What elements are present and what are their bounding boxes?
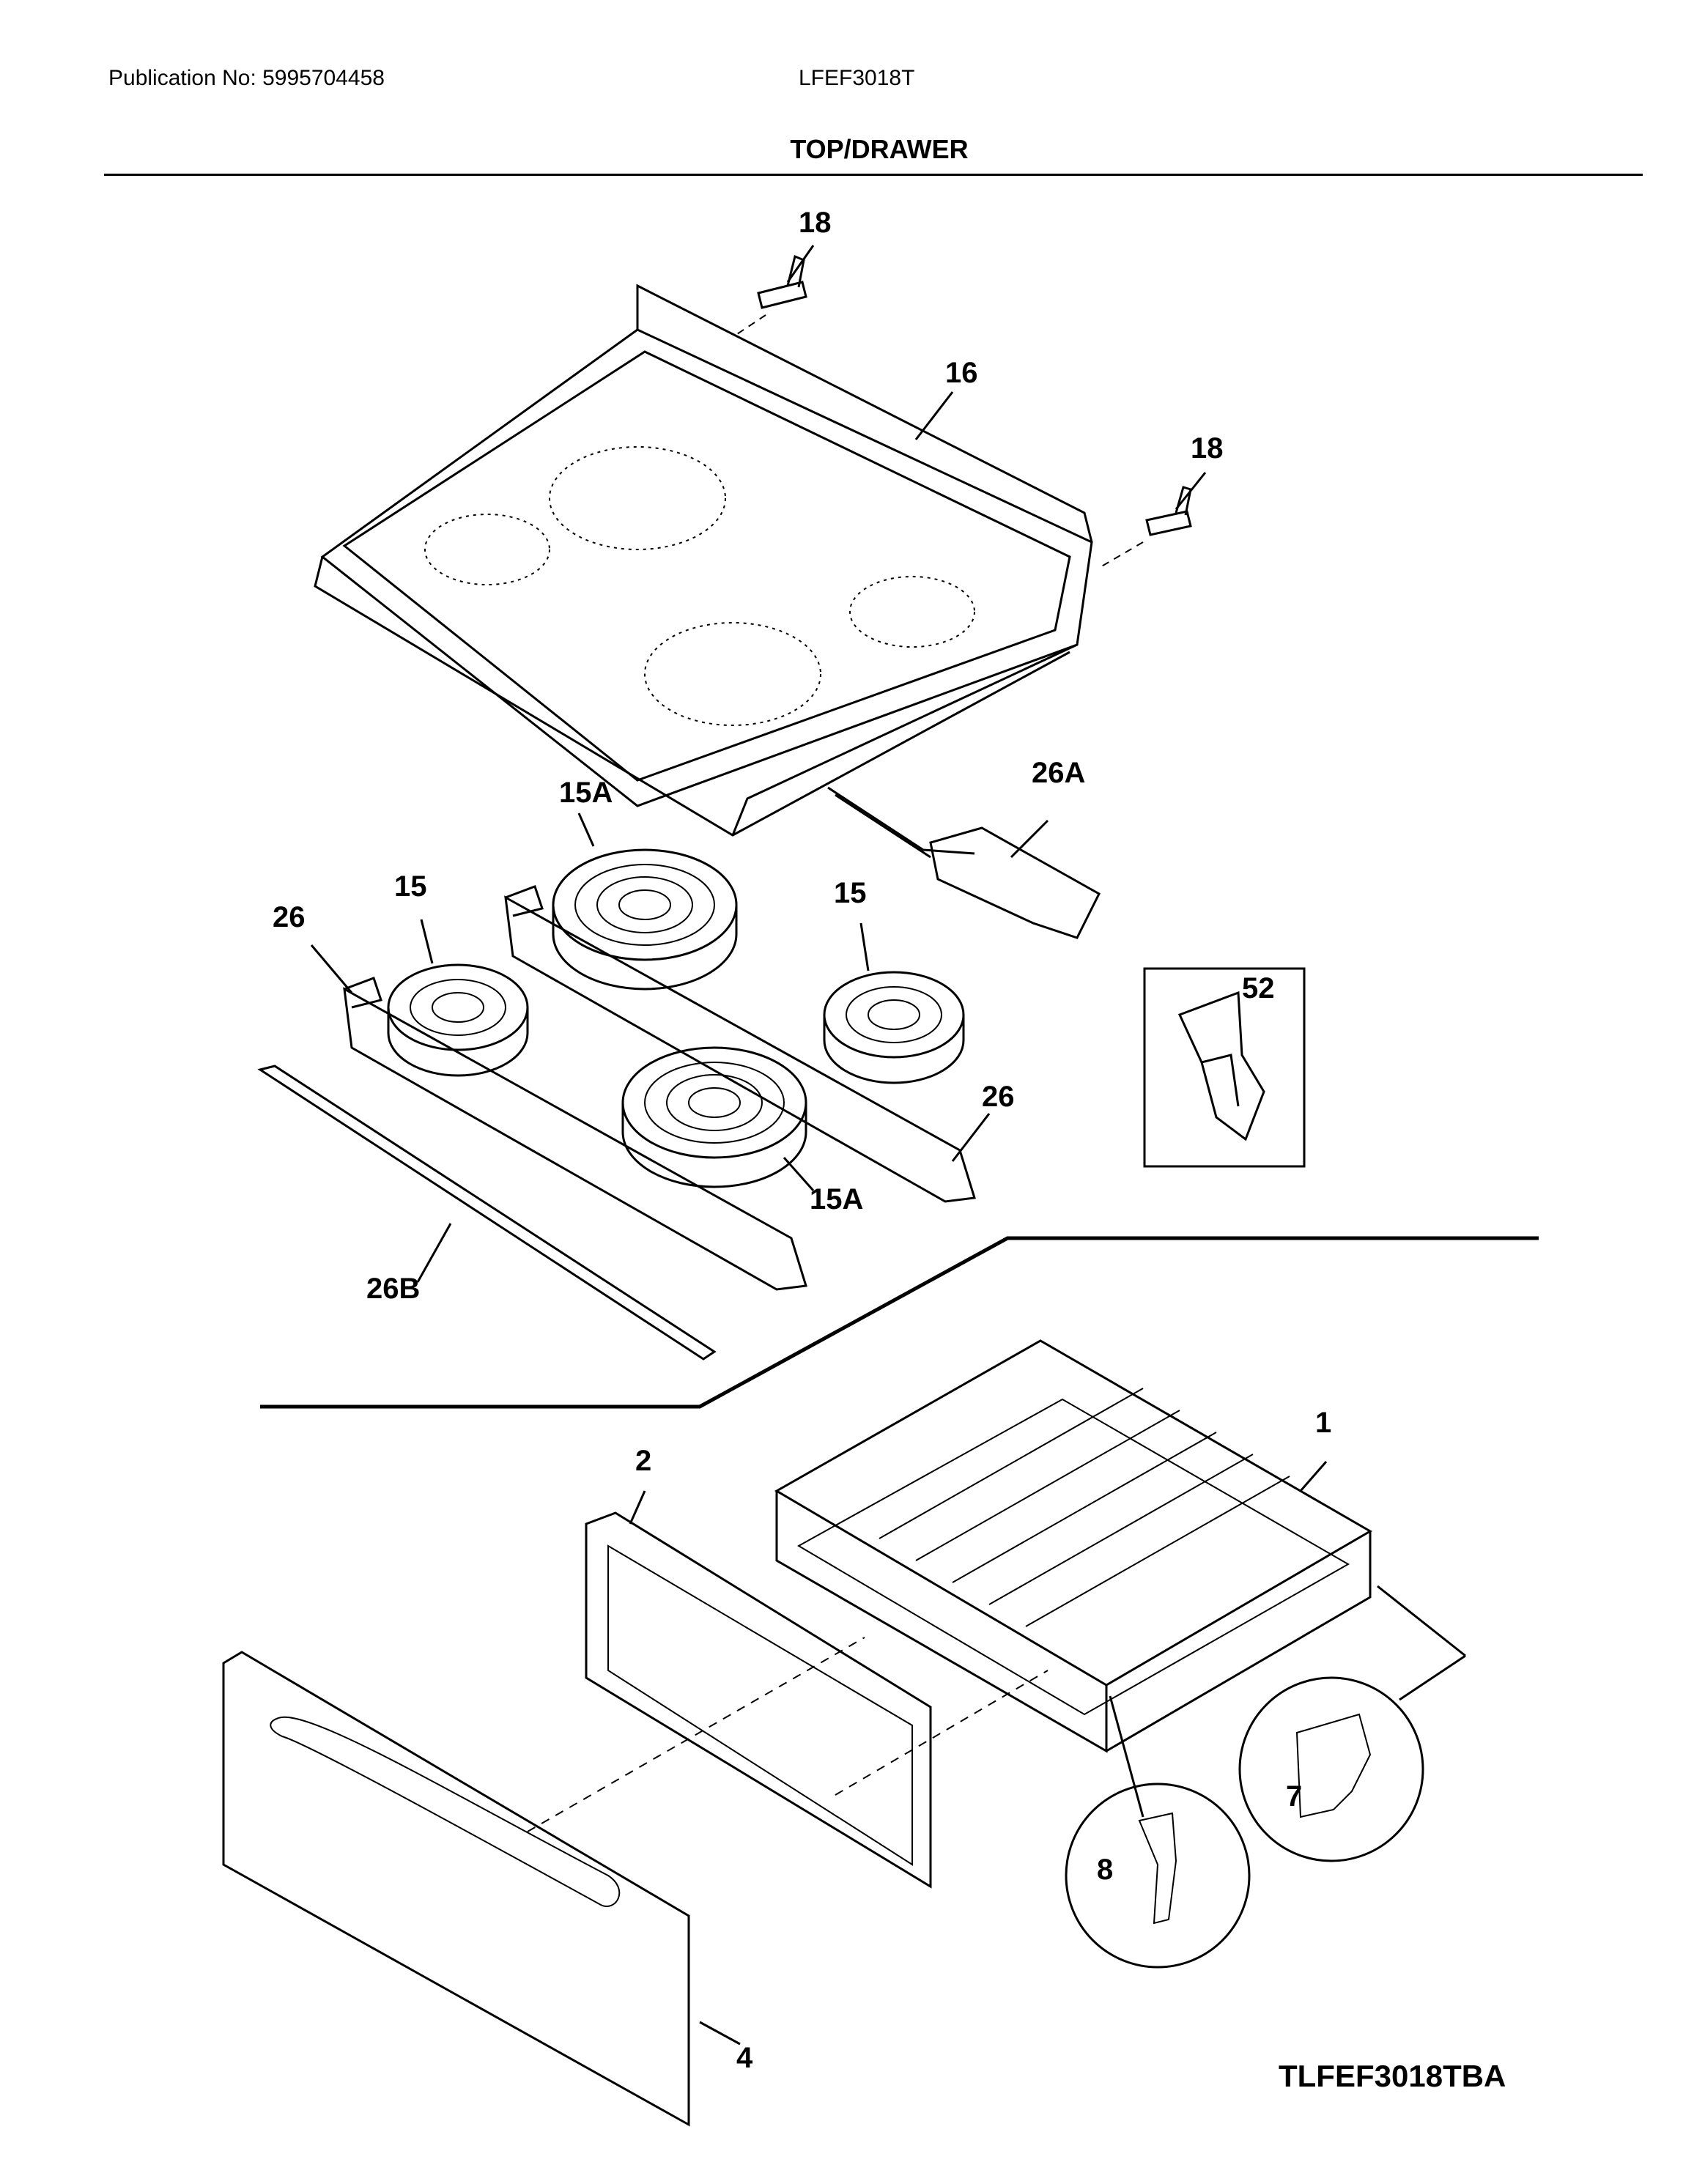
trim-26b: [257, 1065, 717, 1361]
bracket-18-right: [1098, 486, 1192, 569]
callout-7: 7: [1286, 1780, 1303, 1813]
burner-bracket-26-left: [343, 977, 807, 1291]
inset-box-52: [1143, 967, 1306, 1168]
leader-18-top: [786, 245, 815, 283]
cooktop-top-16: [314, 284, 1093, 837]
publication-number: Publication No: 5995704458: [108, 66, 385, 90]
burner-15-left: [387, 963, 529, 1077]
burner-bracket-26-right: [504, 885, 976, 1203]
alignment-line-2: [835, 1670, 1048, 1796]
header-divider: [104, 174, 1643, 176]
callout-15-right: 15: [834, 877, 867, 909]
burner-15a-top: [552, 848, 738, 991]
callout-15a-top: 15A: [559, 777, 613, 809]
leader-7a: [1377, 1585, 1466, 1657]
callout-15a-bottom: 15A: [810, 1183, 864, 1215]
harness-26a: [827, 786, 1101, 939]
section-separator: [260, 1236, 1539, 1409]
leader-8: [1109, 1695, 1144, 1818]
burner-15-right: [823, 971, 965, 1084]
leader-15a-top: [577, 812, 595, 847]
burner-15a-bottom: [621, 1046, 807, 1188]
leader-16: [914, 391, 954, 440]
drawer-body-1: [774, 1339, 1372, 1753]
model-number: LFEF3018T: [799, 66, 915, 90]
callout-18-top: 18: [799, 207, 832, 239]
leader-26b: [416, 1223, 452, 1283]
callout-8: 8: [1097, 1854, 1114, 1886]
inset-circle-8: [1065, 1783, 1251, 1969]
bracket-18-top: [732, 254, 807, 338]
leader-26-right: [951, 1113, 991, 1162]
callout-15-left: 15: [394, 870, 427, 903]
leader-4: [699, 2021, 741, 2046]
leader-7b: [1399, 1654, 1466, 1701]
leader-26a: [1010, 819, 1049, 859]
leader-15a-bottom: [783, 1157, 815, 1191]
leader-1: [1299, 1461, 1328, 1492]
callout-4: 4: [736, 2042, 753, 2074]
inset-circle-7: [1238, 1676, 1424, 1862]
callout-26-left: 26: [273, 901, 306, 933]
drawer-front-4: [222, 1651, 690, 2127]
callout-26-right: 26: [982, 1081, 1015, 1113]
diagram-code: TLFEF3018TBA: [1279, 2059, 1506, 2093]
callout-2: 2: [635, 1445, 652, 1477]
leader-18-right: [1175, 472, 1207, 510]
leader-2: [629, 1490, 646, 1525]
callout-26b: 26B: [366, 1273, 421, 1305]
callout-18-right: 18: [1191, 432, 1224, 464]
drawer-inner-panel-2: [585, 1511, 932, 1889]
callout-26a: 26A: [1032, 757, 1086, 789]
section-title: TOP/DRAWER: [790, 134, 969, 164]
leader-15-right: [859, 922, 870, 971]
callout-1: 1: [1315, 1407, 1332, 1439]
callout-16: 16: [945, 357, 978, 389]
alignment-line-1: [527, 1637, 865, 1832]
leader-15-left: [420, 919, 434, 964]
callout-52: 52: [1242, 972, 1275, 1004]
leader-26-left: [310, 944, 353, 993]
